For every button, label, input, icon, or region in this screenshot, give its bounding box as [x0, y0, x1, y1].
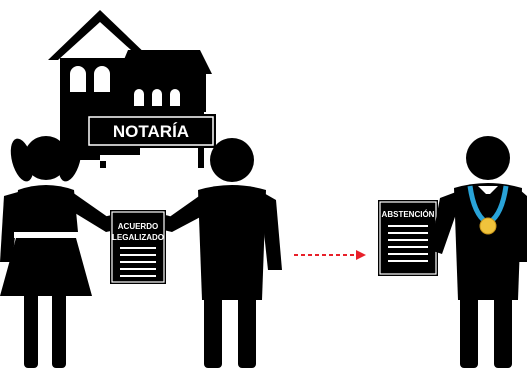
abstention-doc-lines [388, 225, 428, 262]
agreement-doc-lines [120, 247, 156, 277]
woman-belt-gap [14, 232, 78, 238]
official-figure [430, 136, 527, 368]
woman-figure [0, 136, 112, 368]
official-medal [467, 185, 509, 235]
agreement-document: ACUERDO LEGALIZADO [110, 210, 166, 284]
building-windows [70, 66, 198, 161]
abstention-document: ABSTENCIÓN [378, 200, 438, 276]
notary-sign: NOTARÍA [86, 114, 216, 148]
notary-sign-label: NOTARÍA [113, 122, 189, 141]
transition-arrow [294, 250, 366, 260]
agreement-doc-title-1: ACUERDO [118, 222, 158, 231]
agreement-doc-title-2: LEGALIZADO [112, 233, 164, 242]
man-figure [168, 138, 282, 368]
abstention-doc-title: ABSTENCIÓN [382, 210, 435, 219]
